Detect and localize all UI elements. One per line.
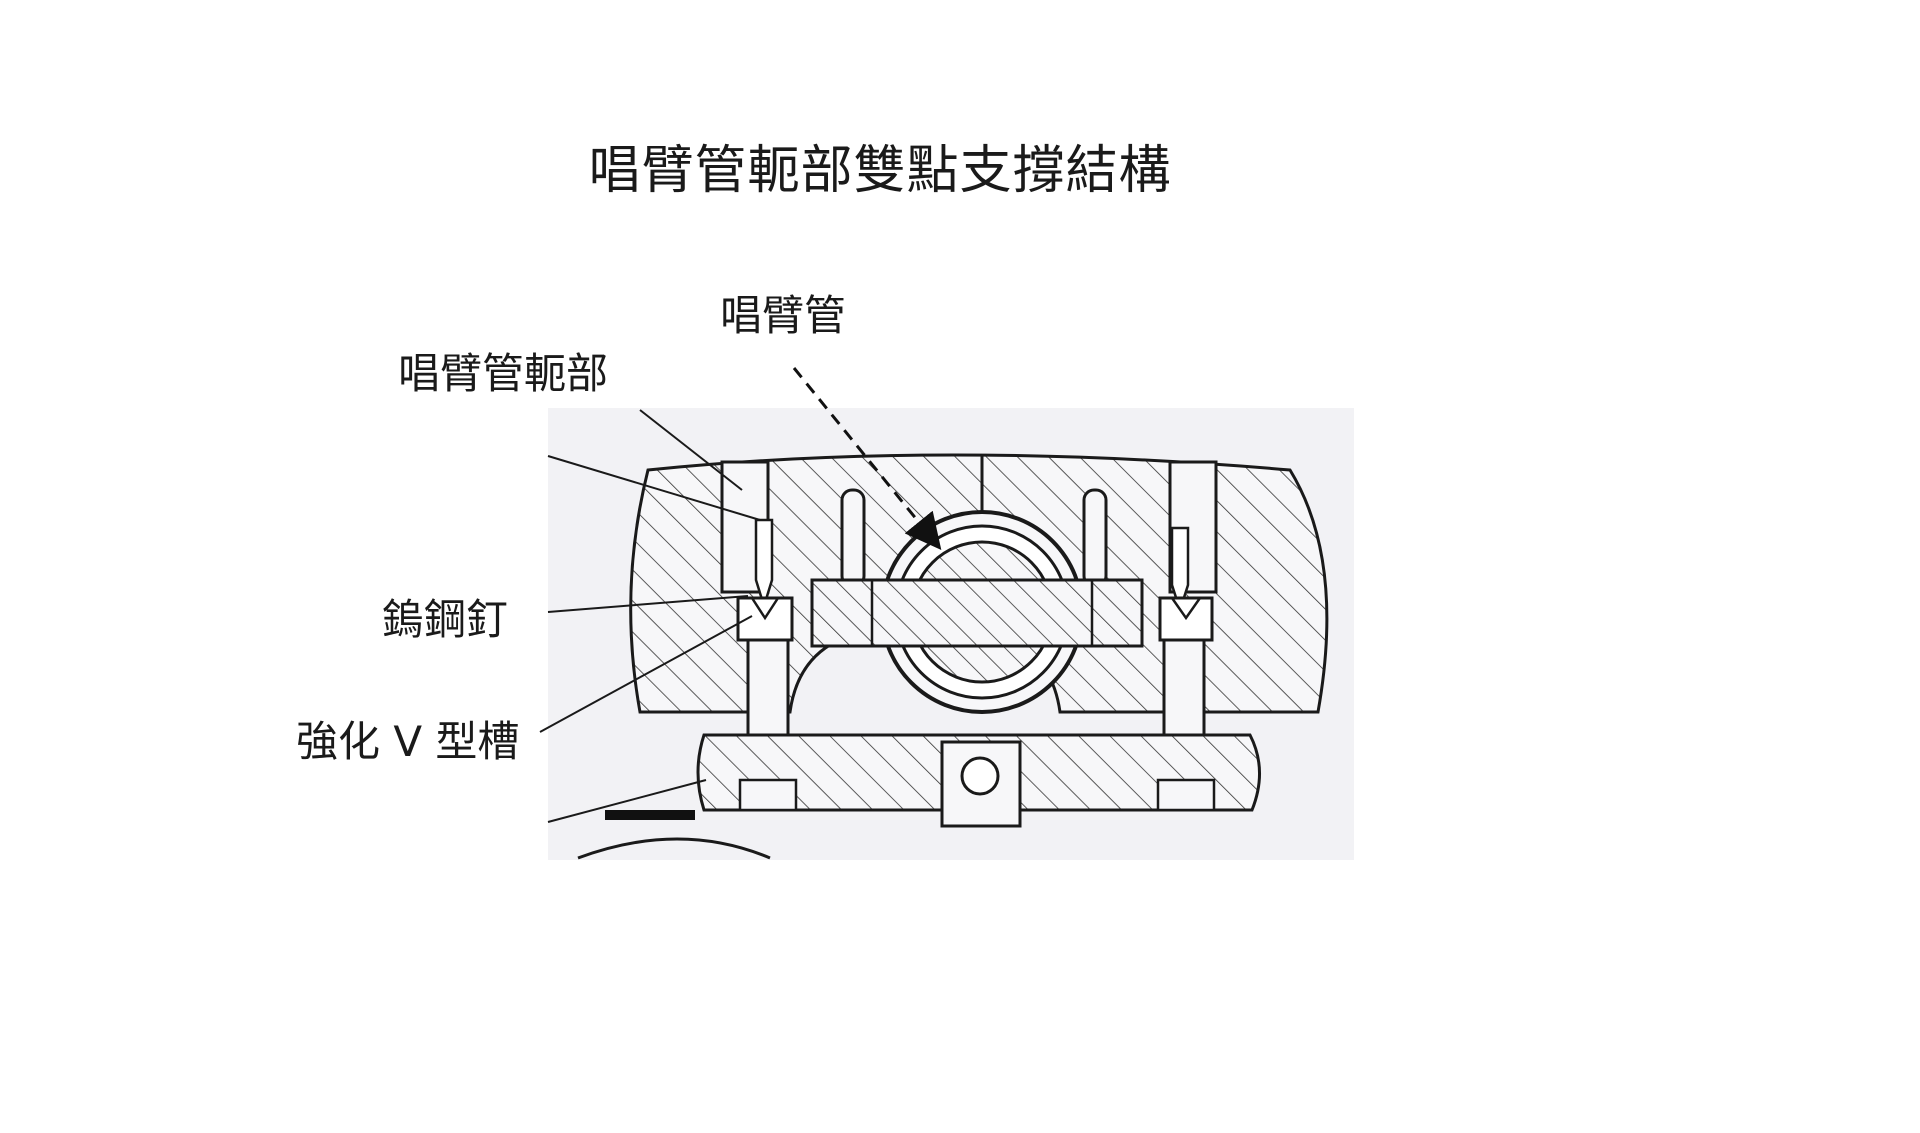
leader-arm-yoke-2 bbox=[547, 455, 761, 521]
left-post bbox=[840, 488, 866, 588]
label-arm-tube: 唱臂管 bbox=[720, 291, 847, 340]
label-arm-yoke: 唱臂管軛部 bbox=[398, 349, 609, 398]
leader-base bbox=[547, 779, 707, 823]
leader-arm-yoke-1 bbox=[639, 409, 743, 491]
bottom-marker-bar bbox=[605, 810, 695, 820]
right-post bbox=[1082, 488, 1108, 588]
cross-bar bbox=[810, 578, 1144, 648]
label-v-groove: 強化 V 型槽 bbox=[296, 717, 520, 766]
leader-v-groove bbox=[539, 615, 753, 733]
diagram-title: 唱臂管軛部雙點支撐結構 bbox=[588, 141, 1172, 201]
arrow-arm-tube bbox=[792, 367, 942, 550]
leader-tungsten-pin bbox=[547, 595, 749, 613]
bottom-rotation-arc bbox=[577, 837, 771, 860]
left-tungsten-pin bbox=[754, 518, 774, 611]
base-center-hole bbox=[960, 756, 1000, 796]
label-tungsten-pin: 鎢鋼釘 bbox=[382, 595, 509, 644]
